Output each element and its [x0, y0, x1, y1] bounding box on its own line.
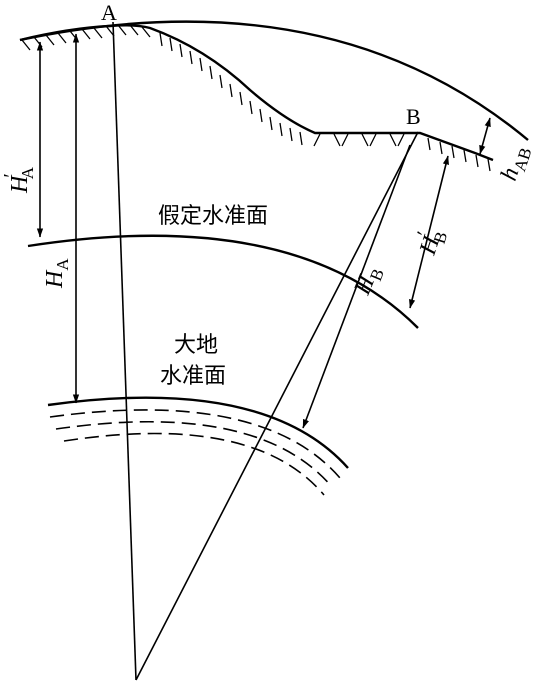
level-surface-through-a: [19, 20, 529, 141]
svg-text:H′A: H′A: [0, 166, 37, 194]
assumed-datum-surface: [27, 234, 419, 329]
h-a-prime-label: H′A: [0, 166, 37, 194]
point-a-label: A: [101, 0, 117, 25]
ground-profile: [19, 24, 494, 162]
geoid-label-line2: 水准面: [160, 364, 226, 389]
svg-text:HA: HA: [42, 258, 72, 289]
svg-text:hAB: hAB: [496, 142, 534, 185]
geoid-dashes: [49, 409, 341, 496]
h-b-label: HB: [349, 262, 388, 301]
ground-hatching: [21, 24, 491, 172]
h-b-prime-label: H′B: [408, 224, 451, 260]
geoid-surface: [47, 396, 349, 469]
point-b-label: B: [406, 104, 421, 129]
h-a-label: HA: [42, 258, 72, 289]
plumb-line-a: [112, 21, 137, 681]
plumb-line-b: [135, 131, 419, 681]
h-b-arrow: [302, 144, 411, 429]
h-ab-label: hAB: [496, 142, 534, 185]
h-b-prime-arrow: [409, 155, 449, 309]
h-ab-arrow: [479, 117, 491, 155]
geoid-label-line1: 大地: [174, 333, 218, 358]
svg-text:H′B: H′B: [408, 224, 451, 260]
assumed-datum-label: 假定水准面: [158, 204, 268, 229]
svg-text:HB: HB: [349, 262, 388, 301]
